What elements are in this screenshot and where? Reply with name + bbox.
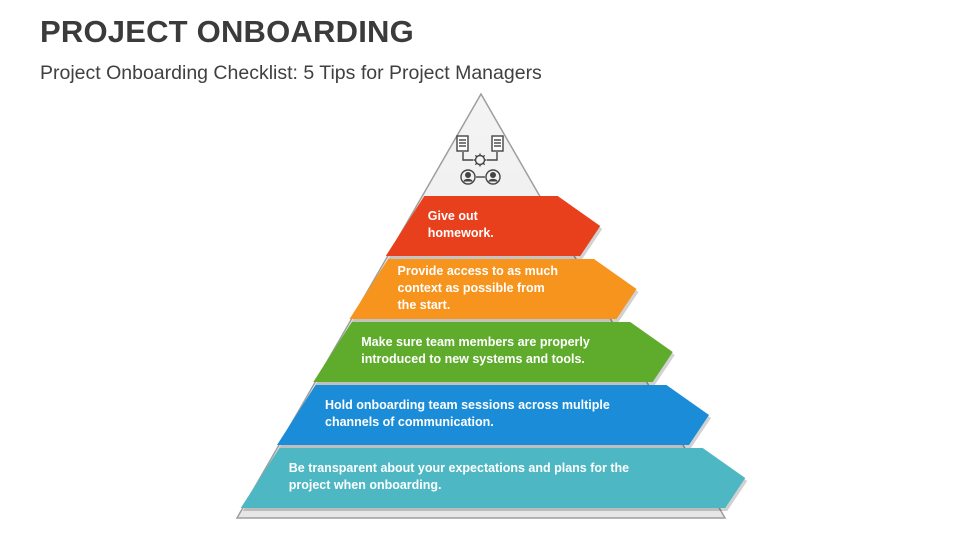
- pyramid-tier-1: [385, 196, 601, 256]
- pyramid-tier-2: [349, 259, 637, 319]
- team-process-icon: [456, 135, 504, 185]
- tier-text-line: channels of communication.: [325, 415, 494, 429]
- tier-text-line: Make sure team members are properly: [361, 335, 590, 349]
- tier-text-line: Provide access to as much: [397, 263, 559, 278]
- tier-text-1: Give out homework.: [428, 208, 494, 242]
- tier-text-5: Be transparent about your expectations a…: [289, 460, 629, 494]
- tier-text-2: Provide access to as much context as poss…: [398, 263, 559, 314]
- tier-text-line: homework.: [427, 226, 494, 240]
- tier-text-line: Give out: [427, 209, 478, 223]
- page-title: PROJECT ONBOARDING: [40, 14, 414, 49]
- pyramid-tier-3: [313, 322, 673, 382]
- tier-text-line: the start.: [397, 297, 451, 312]
- tier-text-line: project when onboarding.: [288, 478, 442, 492]
- tier-text-3: Make sure team members are properly intro…: [361, 334, 590, 368]
- tier-text-line: Be transparent about your expectations a…: [288, 461, 630, 475]
- tier-text-line: context as possible from: [397, 280, 545, 295]
- pyramid-tier-4: [277, 385, 709, 445]
- tier-text-line: introduced to new systems and tools.: [361, 352, 585, 366]
- page-subtitle: Project Onboarding Checklist: 5 Tips for…: [40, 62, 542, 84]
- tier-text-4: Hold onboarding team sessions across mul…: [325, 397, 610, 431]
- pyramid-tier-5: [240, 448, 746, 508]
- tier-text-line: Hold onboarding team sessions across mul…: [325, 398, 610, 412]
